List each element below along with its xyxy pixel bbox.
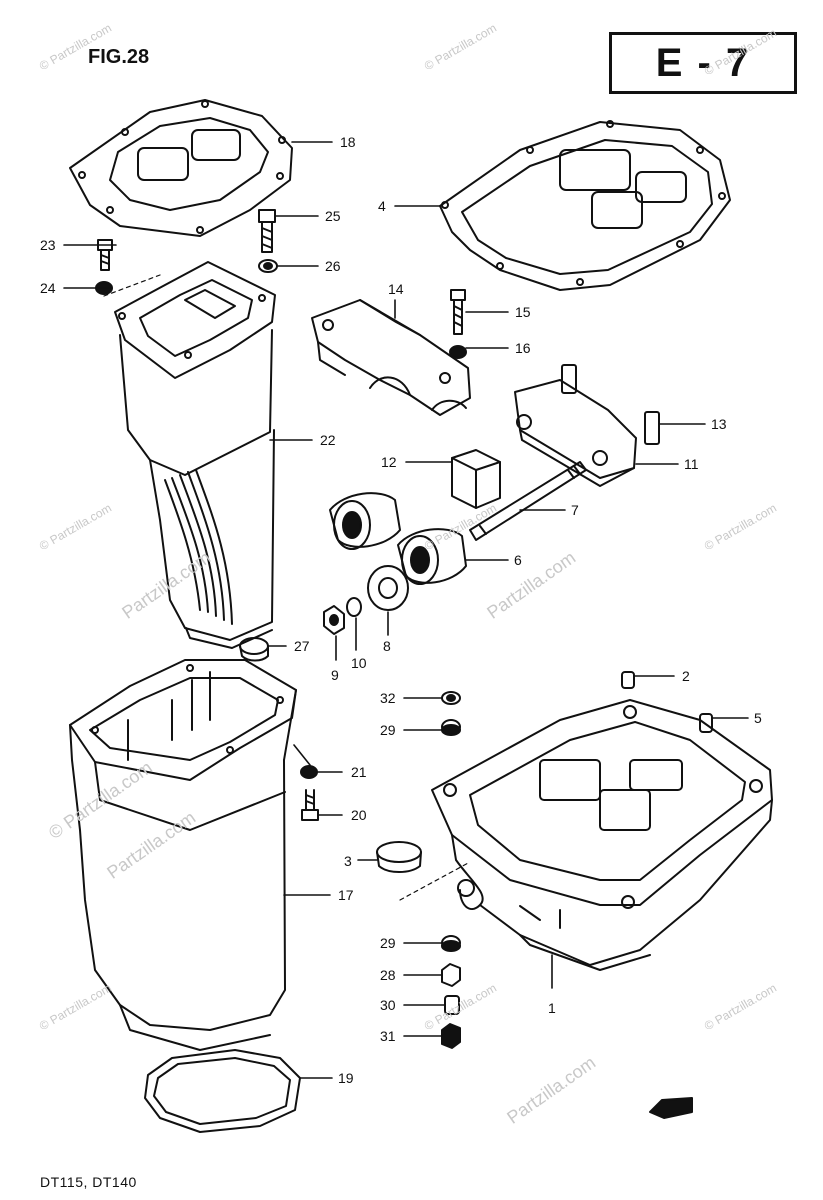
figure-label: FIG.28 — [88, 46, 150, 68]
seal-19 — [144, 1049, 301, 1133]
callout-24: 24 — [40, 280, 56, 296]
callout-31: 31 — [380, 1028, 396, 1044]
washer-16 — [449, 345, 467, 359]
callout-19: 19 — [338, 1070, 354, 1086]
callout-29: 29 — [380, 722, 396, 738]
callout-11: 11 — [684, 456, 699, 472]
washer-29-lower — [441, 935, 461, 952]
callout-8: 8 — [383, 638, 391, 654]
callout-21: 21 — [351, 764, 367, 780]
callout-16: 16 — [515, 340, 531, 356]
callout-1: 1 — [548, 1000, 556, 1016]
gasket-18 — [69, 99, 293, 237]
callout-17: 17 — [338, 887, 354, 903]
callout-32: 32 — [380, 690, 396, 706]
callout-15: 15 — [515, 304, 531, 320]
dowel-2 — [621, 671, 635, 689]
washer-8 — [367, 565, 409, 611]
callout-20: 20 — [351, 807, 367, 823]
callout-26: 26 — [325, 258, 341, 274]
callout-2: 2 — [682, 668, 690, 684]
callout-25: 25 — [325, 208, 341, 224]
callout-6: 6 — [514, 552, 522, 568]
section-code-box: E - 7 — [609, 32, 797, 94]
gasket-4 — [439, 120, 731, 291]
washer-29-upper — [441, 719, 461, 736]
callout-29: 29 — [380, 935, 396, 951]
callout-9: 9 — [331, 667, 339, 683]
bolt-15 — [450, 289, 466, 335]
stud-7 — [469, 461, 587, 541]
callout-14: 14 — [388, 281, 404, 297]
dashed-guides — [103, 274, 471, 901]
oil-pan-17 — [69, 659, 297, 1051]
grommet-27 — [239, 637, 269, 662]
callout-13: 13 — [711, 416, 727, 432]
callout-18: 18 — [340, 134, 356, 150]
mount-rubber-6a — [329, 492, 401, 550]
washer-26 — [258, 259, 278, 273]
callout-12: 12 — [381, 454, 397, 470]
nut-9 — [323, 605, 345, 635]
model-label: DT115, DT140 — [40, 1174, 137, 1190]
pin-13 — [644, 411, 660, 445]
callout-10: 10 — [351, 655, 367, 671]
callout-4: 4 — [378, 198, 386, 214]
mount-plate-11 — [514, 364, 637, 487]
bolt-25 — [258, 209, 276, 253]
callout-27: 27 — [294, 638, 310, 654]
callout-7: 7 — [571, 502, 579, 518]
rubber-block-12 — [451, 449, 501, 509]
dowel-5 — [699, 713, 713, 733]
leader-lines — [63, 141, 749, 1079]
front-arrow-icon — [649, 1097, 693, 1119]
callout-30: 30 — [380, 997, 396, 1013]
lock-washer-10 — [346, 597, 362, 617]
exhaust-tube-22 — [114, 261, 276, 649]
nut-28 — [441, 963, 461, 987]
housing-1 — [431, 699, 773, 971]
mount-rubber-6b — [397, 528, 467, 585]
callout-5: 5 — [754, 710, 762, 726]
nut-21 — [300, 765, 318, 779]
callout-3: 3 — [344, 853, 352, 869]
mount-bracket-14 — [311, 299, 471, 416]
seal-cap-3 — [376, 841, 422, 873]
callout-23: 23 — [40, 237, 56, 253]
callout-28: 28 — [380, 967, 396, 983]
washer-32 — [441, 691, 461, 705]
bolt-20 — [301, 789, 319, 821]
nut-31 — [441, 1023, 461, 1049]
callout-22: 22 — [320, 432, 336, 448]
section-code: E - 7 — [655, 41, 751, 85]
